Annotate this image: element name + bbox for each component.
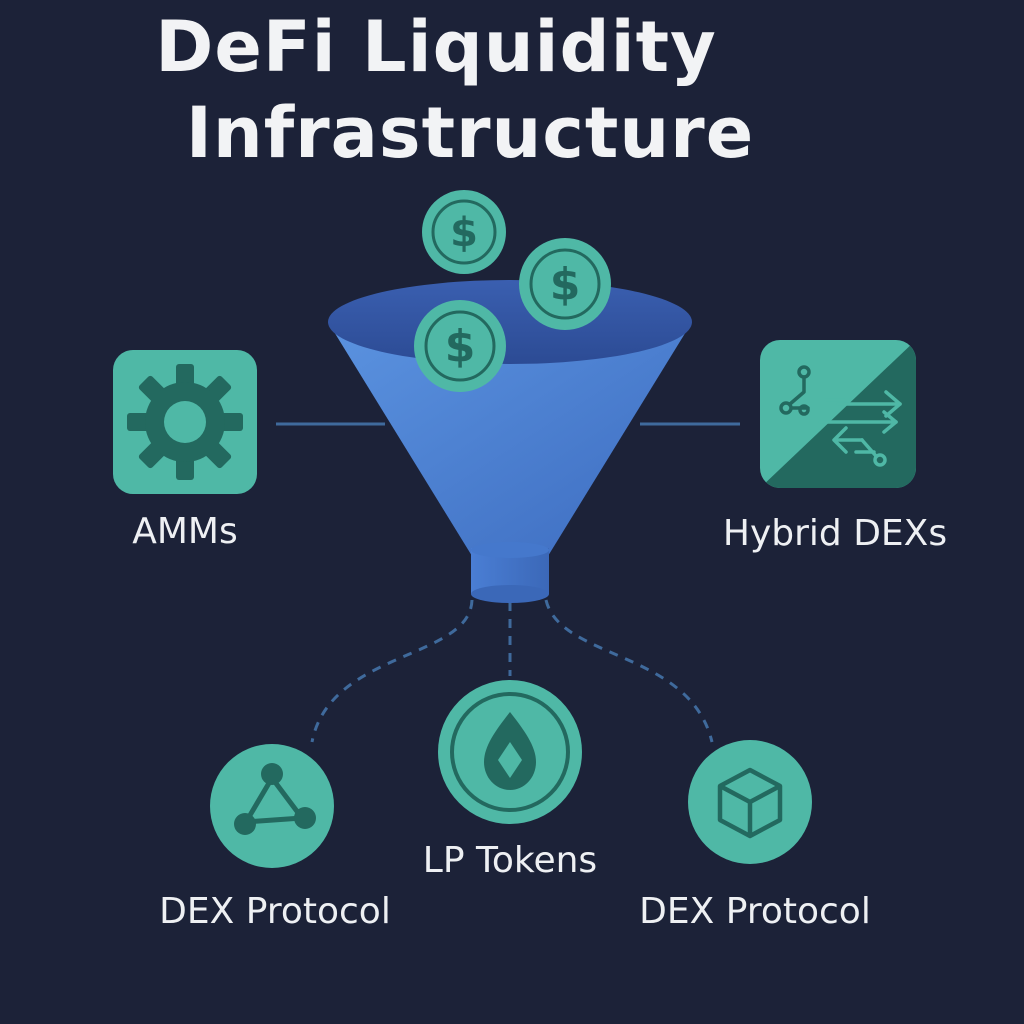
dex-protocol-right-node <box>688 740 812 864</box>
cube-icon <box>717 767 783 839</box>
dollar-coin-icon: $ <box>519 238 611 330</box>
amms-node <box>113 350 257 494</box>
svg-text:$: $ <box>450 210 478 256</box>
amms-label: AMMs <box>132 511 238 552</box>
lp-tokens-label: LP Tokens <box>422 840 598 881</box>
dex-protocol-right-label: DEX Protocol <box>639 891 871 932</box>
dex-protocol-left-node <box>210 744 334 868</box>
network-triangle-icon <box>234 763 316 835</box>
connector-dex-left <box>310 599 474 743</box>
droplet-icon <box>484 712 536 790</box>
funnel-icon <box>328 280 692 603</box>
svg-text:$: $ <box>550 259 581 310</box>
routing-arrows-icon <box>779 365 864 416</box>
gear-icon <box>127 364 243 480</box>
lp-tokens-node <box>438 680 582 824</box>
hybrid-dexs-node <box>760 340 916 488</box>
page-title-line-1: DeFi Liquidity <box>155 6 717 88</box>
dollar-coin-icon: $ <box>422 190 506 274</box>
hybrid-dexs-label: Hybrid DEXs <box>722 513 948 554</box>
dollar-coin-icon: $ <box>414 300 506 392</box>
dex-protocol-left-label: DEX Protocol <box>159 891 391 932</box>
page-title-line-2: Infrastructure <box>185 92 755 174</box>
connector-dex-right <box>544 599 714 743</box>
svg-text:$: $ <box>445 321 476 372</box>
